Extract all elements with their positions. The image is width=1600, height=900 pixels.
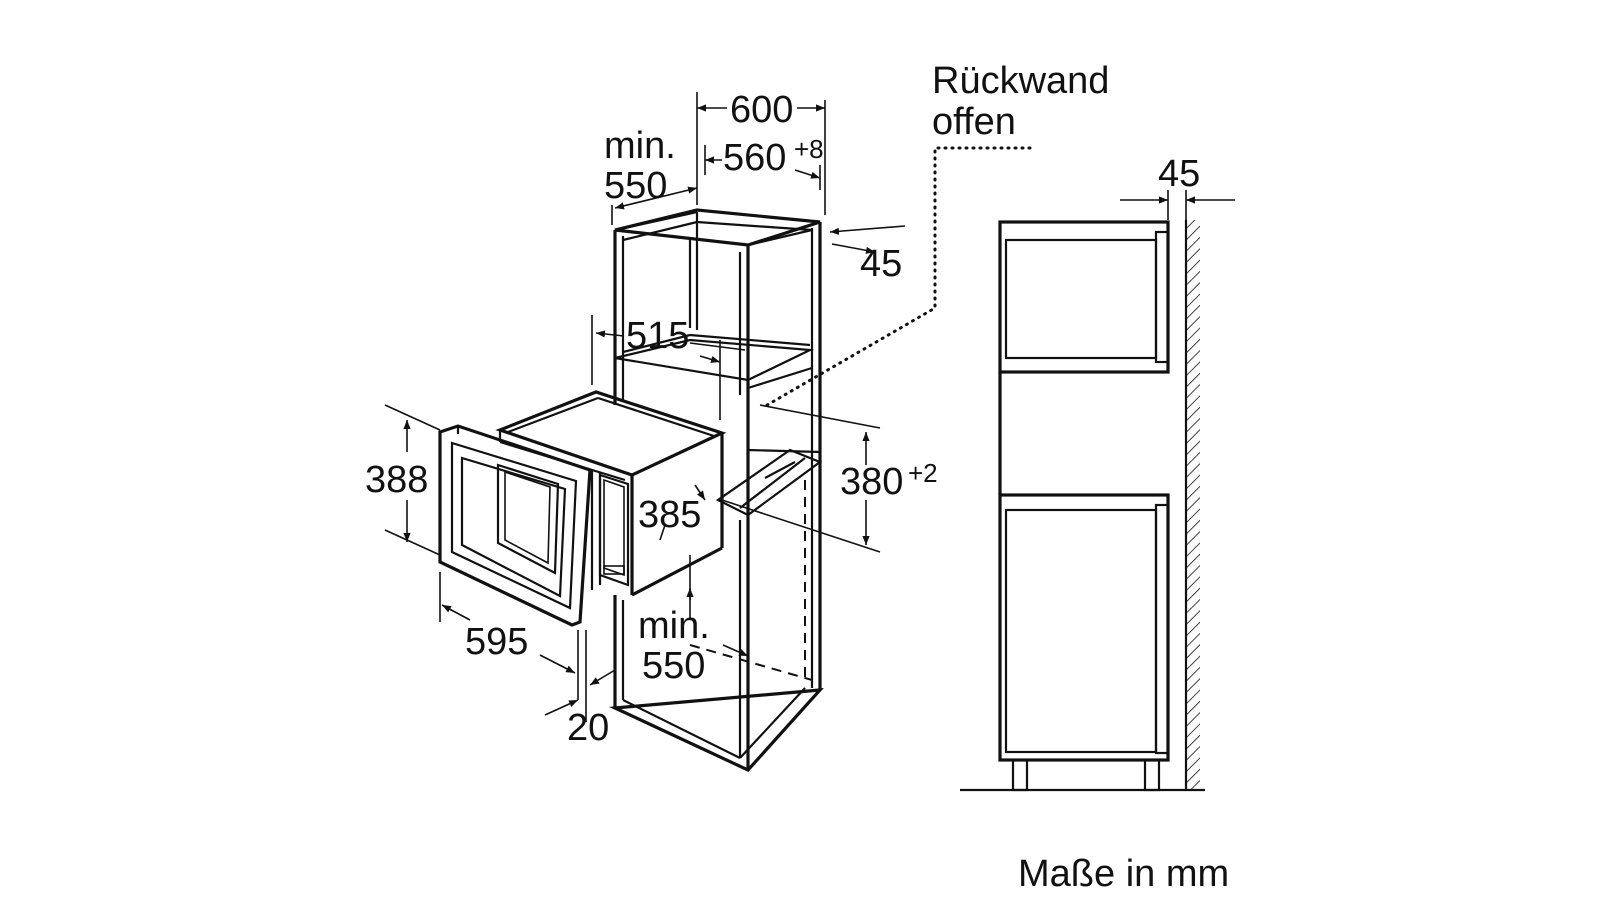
dim-600: 600 — [730, 89, 793, 131]
side-lower-cabinet — [998, 493, 1170, 762]
side-foot-left — [1011, 758, 1029, 792]
wall-hatch — [1186, 220, 1200, 790]
cabinet-bottom — [608, 688, 824, 772]
dimensions: 600 560 +8 min. 550 45 515 388 3 — [365, 60, 1109, 749]
dim-45-top: 45 — [860, 243, 902, 285]
dim-550-top: 550 — [604, 165, 667, 207]
min-label-top: min. — [604, 125, 676, 167]
rear-wall-label-line1: Rückwand — [932, 60, 1109, 102]
dim-560: 560 — [723, 137, 786, 179]
dim-380: 380 — [840, 461, 903, 503]
dim-380-tolerance: +2 — [908, 458, 938, 488]
rear-wall-dotted-leader — [760, 146, 1032, 410]
units-footnote: Maße in mm — [1018, 853, 1229, 895]
microwave-drawing — [438, 390, 727, 627]
control-panel — [598, 473, 630, 587]
upper-shelf — [614, 338, 815, 382]
dim-388: 388 — [365, 459, 428, 501]
dim-550-bottom: 550 — [642, 645, 705, 687]
side-foot-right — [1143, 758, 1161, 792]
dim-515: 515 — [626, 315, 689, 357]
microwave-body — [495, 390, 727, 477]
cabinet-drawing — [608, 146, 1032, 772]
door-window — [496, 463, 560, 575]
min-label-bottom: min. — [638, 605, 710, 647]
side-upper-cabinet — [998, 220, 1170, 374]
niche-shelf — [715, 448, 823, 517]
dim-595: 595 — [465, 621, 528, 663]
side-view: 45 — [960, 153, 1235, 792]
dim-560-tolerance: +8 — [794, 134, 824, 164]
rear-wall-label-line2: offen — [932, 101, 1016, 143]
dim-385: 385 — [638, 494, 701, 536]
dim-20: 20 — [567, 707, 609, 749]
dim-45-side: 45 — [1158, 153, 1200, 195]
